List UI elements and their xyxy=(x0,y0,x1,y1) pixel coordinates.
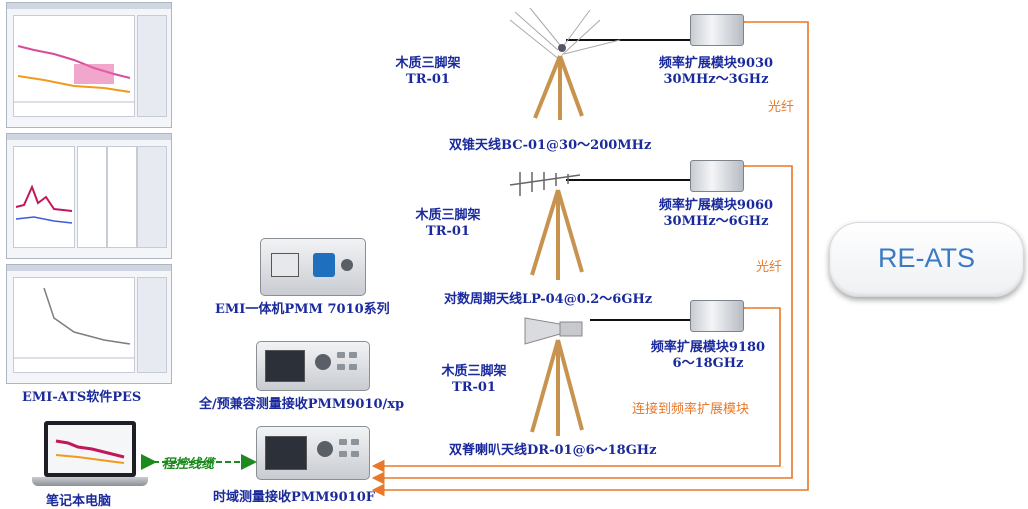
connect-label: 连接到频率扩展模块 xyxy=(632,402,750,417)
receiver-label-3: 时域测量接收PMM9010F xyxy=(213,490,375,505)
software-screenshot-3 xyxy=(6,264,172,384)
tripod-icon-2 xyxy=(530,189,584,280)
spectrum-plot-2 xyxy=(15,184,73,224)
antenna-tripods xyxy=(509,7,621,436)
emi-receiver-pmm7010 xyxy=(260,238,366,296)
fiber-label-1: 光纤 xyxy=(768,100,795,115)
software-screenshot-2 xyxy=(6,133,172,259)
software-screenshot-1 xyxy=(6,2,172,128)
antenna-label-3: 双脊喇叭天线DR-01@6～18GHz xyxy=(449,443,657,458)
receiver-pmm9010-xp xyxy=(256,341,370,391)
antenna-label-1: 双锥天线BC-01@30～200MHz xyxy=(449,138,652,153)
antenna-label-2: 对数周期天线LP-04@0.2～6GHz xyxy=(444,292,653,307)
re-ats-title: RE-ATS xyxy=(877,243,975,273)
tripod-icon-1 xyxy=(533,55,584,120)
extension-module-9180 xyxy=(690,300,744,332)
re-ats-badge: RE-ATS xyxy=(829,222,1024,297)
extension-module-9060 xyxy=(690,160,744,192)
biconical-antenna-icon xyxy=(509,7,621,61)
control-cable-label: 程控线缆 xyxy=(162,457,215,472)
receiver-label-1: EMI一体机PMM 7010系列 xyxy=(215,302,390,317)
fiber-label-2: 光纤 xyxy=(756,260,783,275)
horn-antenna-icon xyxy=(524,317,583,345)
extension-module-9030 xyxy=(690,14,744,46)
receiver-pmm9010f xyxy=(256,426,370,480)
laptop-label: 笔记本电脑 xyxy=(46,494,112,509)
spectrum-plot-3 xyxy=(14,287,134,359)
spectrum-plot-1 xyxy=(14,45,134,103)
log-periodic-antenna-icon xyxy=(509,172,581,196)
software-label: EMI-ATS软件PES xyxy=(22,390,142,405)
receiver-label-2: 全/预兼容测量接收PMM9010/xp xyxy=(199,397,405,412)
tripod-icon-3 xyxy=(530,339,584,436)
